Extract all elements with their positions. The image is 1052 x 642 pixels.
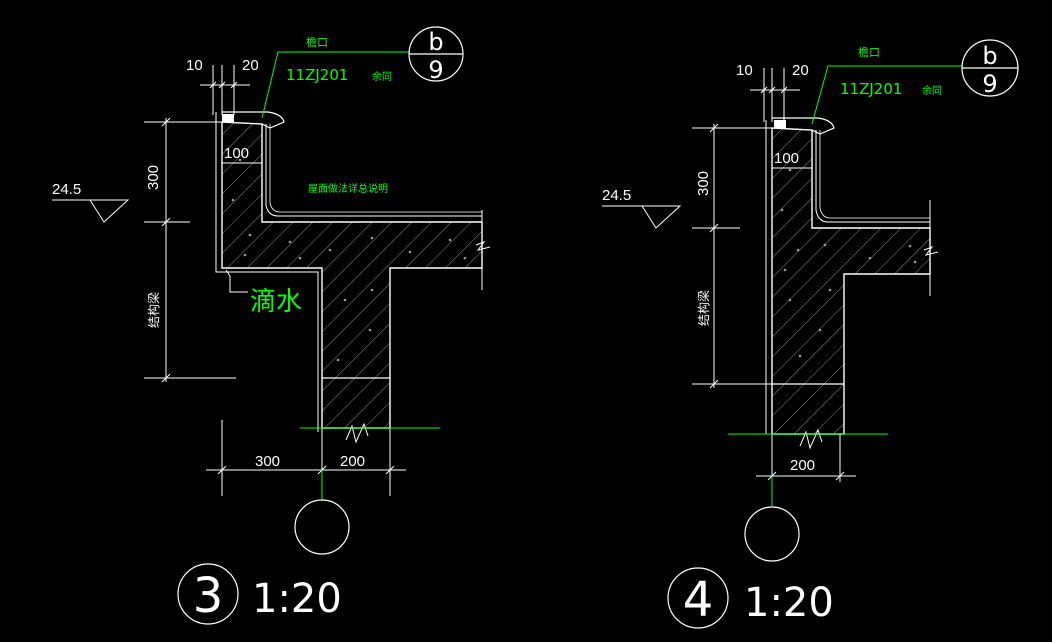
detail-4-dim-100: 100	[774, 150, 799, 167]
detail-4-dim-200-horizontal: 200	[790, 457, 815, 474]
detail-4-elevation: 24.5	[602, 187, 631, 204]
detail-4-eave-label: 檐口	[858, 45, 880, 59]
detail-4-ref-code: 11ZJ201	[840, 80, 902, 98]
detail-3-dim-300-horizontal: 300	[255, 453, 280, 470]
detail-4-dim-10: 10	[736, 62, 753, 79]
detail-4-number: 4	[683, 572, 714, 628]
detail-4-beam-label: 结构梁	[696, 290, 711, 326]
detail-3-elevation-marker	[52, 199, 130, 223]
detail-4-roof-finish-inner	[819, 130, 930, 219]
detail-4-scale: 1:20	[744, 580, 834, 626]
detail-3-number: 3	[193, 568, 224, 624]
detail-4-bottom-dimension	[756, 434, 856, 482]
detail-3-beam-label: 结构梁	[146, 292, 161, 328]
detail-4-break-right	[923, 245, 939, 256]
detail-4-title-circle	[667, 567, 729, 629]
detail-3-dim-300-vertical: 300	[145, 165, 162, 190]
detail-4-axis-bubble	[744, 506, 800, 562]
detail-3-title-circle	[177, 563, 239, 625]
detail-3-dim-200-horizontal: 200	[340, 453, 365, 470]
detail-3-roof-note: 屋面做法详总说明	[308, 182, 388, 195]
detail-3-drip-label: 滴水	[250, 287, 302, 317]
detail-3-concrete-section	[221, 121, 483, 429]
detail-4-leader	[811, 65, 962, 125]
detail-3-axis-bubble	[294, 499, 350, 555]
detail-3-ref-note: 余同	[372, 70, 392, 83]
detail-3-break-right	[475, 240, 491, 251]
detail-3-roof-finish	[265, 124, 482, 217]
detail-4-callout-bottom: 9	[982, 70, 997, 98]
detail-3-finish-layer	[215, 112, 319, 432]
detail-3-roof-finish-inner	[269, 124, 482, 213]
detail-3-dim-100: 100	[224, 145, 249, 162]
detail-4-concrete-section	[771, 127, 931, 435]
detail-4-left-dimension	[692, 123, 776, 389]
detail-4: 10 20 檐口 11ZJ201 余同 b 9 300 结构梁 100 24.5	[602, 39, 1019, 629]
detail-3-scale: 1:20	[252, 576, 342, 622]
detail-3-callout-bottom: 9	[428, 56, 443, 84]
detail-4-ref-note: 余同	[922, 84, 942, 97]
detail-4-drip-block	[774, 120, 786, 128]
detail-4-elevation-marker	[602, 205, 682, 229]
detail-3-left-dimension	[144, 117, 236, 383]
detail-4-aggregate-marks	[780, 168, 917, 358]
detail-4-roof-finish	[815, 130, 930, 223]
detail-3-leader	[261, 51, 410, 119]
detail-3-ref-code: 11ZJ201	[286, 66, 348, 84]
detail-3-eave-lip	[222, 111, 285, 129]
detail-3-dim-10: 10	[186, 57, 203, 74]
detail-3-dim-20: 20	[242, 57, 259, 74]
detail-4-dim-300-vertical: 300	[695, 171, 712, 196]
detail-4-top-dimension	[750, 68, 800, 122]
detail-3-callout-top: b	[428, 28, 443, 56]
detail-3: 10 20 檐口 11ZJ201 余同 b 9 300 结构梁 100 24.5…	[52, 26, 491, 625]
detail-4-dim-20: 20	[792, 62, 809, 79]
detail-3-drip-block	[222, 114, 234, 122]
detail-3-top-dimension	[200, 65, 250, 115]
detail-3-eave-label: 檐口	[306, 35, 328, 49]
detail-3-elevation: 24.5	[52, 181, 81, 198]
detail-3-bottom-dimension	[206, 420, 406, 496]
detail-4-callout-top: b	[982, 42, 997, 70]
detail-3-aggregate-marks	[231, 158, 467, 362]
detail-3-drip-leader	[225, 269, 248, 293]
detail-4-eave-lip	[772, 117, 835, 135]
